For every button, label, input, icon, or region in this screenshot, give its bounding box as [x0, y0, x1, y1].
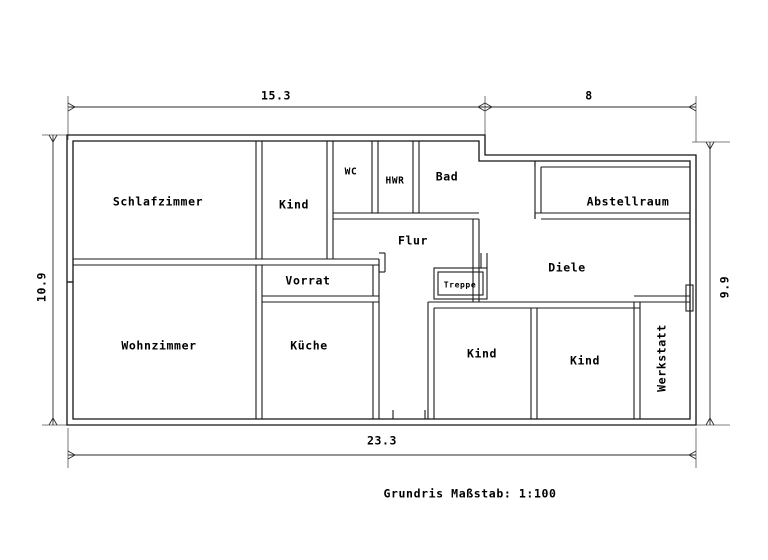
- dim-arrow-d2: [709, 141, 715, 150]
- room-label-abstellraum: Abstellraum: [587, 195, 670, 209]
- dim-arrow-b2: [484, 106, 493, 112]
- dim-arrow-a4: [477, 106, 486, 112]
- dim-arrow-b4: [688, 106, 697, 112]
- dim-arrow-d3: [705, 417, 711, 426]
- dim-arrow-c4: [52, 417, 58, 426]
- dim-arrow-b3: [688, 102, 697, 108]
- dim-arrow-e3: [688, 450, 697, 456]
- room-label-wc: WC: [345, 167, 358, 178]
- dim-arrow-a1: [67, 102, 76, 108]
- room-labels: Schlafzimmer Kind WC HWR Bad Flur Vorrat…: [113, 167, 670, 392]
- room-label-flur: Flur: [398, 234, 428, 248]
- dim-label-top-left: 15.3: [261, 89, 291, 103]
- dim-arrow-a2: [67, 106, 76, 112]
- dim-arrow-c1: [48, 134, 54, 143]
- outer-wall-shell: [66, 134, 697, 426]
- room-label-kind-top: Kind: [279, 198, 309, 212]
- dimension-group-bottom: 23.3: [67, 428, 697, 468]
- room-label-schlafzimmer: Schlafzimmer: [113, 195, 203, 209]
- room-label-diele: Diele: [548, 261, 586, 275]
- plan-caption: Grundris Maßstab: 1:100: [383, 487, 556, 501]
- dim-label-left: 10.9: [35, 272, 49, 302]
- wall-treppe-outer: [433, 267, 488, 300]
- room-label-kind-right: Kind: [570, 354, 600, 368]
- dimension-group-top: 15.3 8: [67, 89, 697, 142]
- room-label-kueche: Küche: [290, 339, 328, 353]
- dim-arrow-d1: [705, 141, 711, 150]
- window-right-wall: [685, 284, 694, 312]
- dim-label-top-right: 8: [585, 89, 593, 103]
- room-label-werkstatt: Werkstatt: [655, 324, 669, 392]
- room-label-treppe: Treppe: [444, 281, 477, 290]
- dimension-group-left: 10.9: [35, 134, 74, 426]
- dim-arrow-e2: [67, 454, 76, 460]
- dim-arrow-e4: [688, 454, 697, 460]
- dim-arrow-e1: [67, 450, 76, 456]
- dim-label-right: 9.9: [718, 276, 732, 299]
- room-label-bad: Bad: [436, 170, 459, 184]
- room-label-vorrat: Vorrat: [285, 274, 330, 288]
- outer-wall-inner-outline: [72, 140, 691, 420]
- door-window-marks: [67, 281, 694, 312]
- door-recess-bottom: [392, 410, 426, 420]
- outer-wall-outline: [66, 134, 697, 426]
- interior-walls: [73, 141, 690, 420]
- dim-label-bottom: 23.3: [367, 434, 397, 448]
- dim-arrow-b1: [484, 102, 493, 108]
- dim-arrow-a3: [477, 102, 486, 108]
- dimension-group-right: 9.9: [692, 141, 732, 426]
- dim-arrow-c3: [48, 417, 54, 426]
- dim-arrow-d4: [709, 417, 715, 426]
- room-label-hwr: HWR: [386, 176, 405, 187]
- room-label-wohnzimmer: Wohnzimmer: [121, 339, 196, 353]
- wall-treppe-inner: [437, 271, 484, 296]
- room-label-kind-mid: Kind: [467, 347, 497, 361]
- dim-arrow-c2: [52, 134, 58, 143]
